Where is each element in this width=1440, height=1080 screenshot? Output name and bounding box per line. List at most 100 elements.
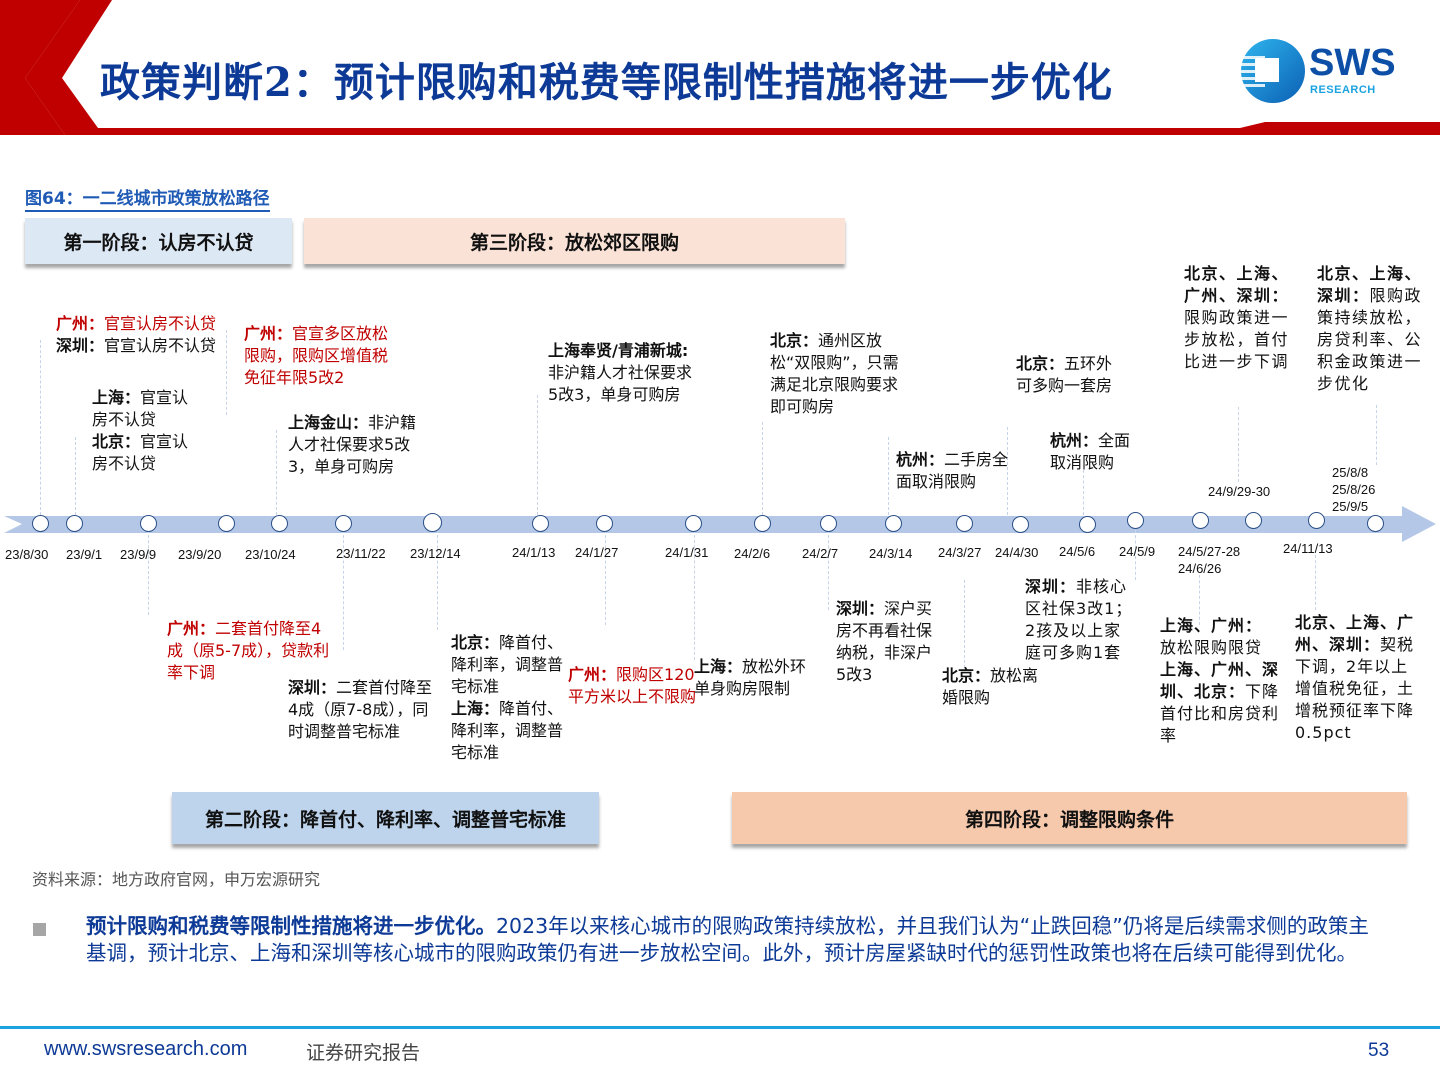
timeline-node[interactable] [1367, 515, 1384, 532]
connector-line [1083, 470, 1084, 515]
stage-4-label: 第四阶段：调整限购条件 [964, 808, 1174, 831]
timeline-arrow [4, 506, 1436, 542]
note-tier1-2508: 北京、上海、深圳：限购政策持续放松，房贷利率、公积金政策进一步优化 [1317, 264, 1423, 393]
summary-text: 2023年以来核心城市的限购政策持续放松，并且我们认为“止跌回稳”仍将是后续需求… [86, 914, 1369, 965]
connector-line [1007, 427, 1008, 515]
date-label: 24/4/30 [995, 545, 1039, 560]
page-number: 53 [1368, 1040, 1390, 1061]
date-label: 23/10/24 [245, 547, 296, 562]
connector-line [276, 430, 277, 515]
date-label: 25/8/8 [1332, 465, 1369, 480]
timeline-node[interactable] [956, 515, 973, 532]
timeline-node[interactable] [423, 513, 442, 532]
connector-line [888, 437, 889, 515]
note-beijing-tongzhou: 北京：通州区放松“双限购”，只需满足北京限购要求即可购房 [770, 331, 899, 416]
timeline-node[interactable] [1012, 516, 1029, 533]
note-shenzhen-240506: 深圳：非核心区社保3改1；2孩及以上家庭可多购1套 [1025, 577, 1133, 662]
date-label: 24/11/13 [1283, 541, 1333, 556]
date-label: 24/2/7 [802, 546, 839, 561]
date-label: 24/5/9 [1119, 544, 1156, 559]
timeline-node[interactable] [140, 515, 157, 532]
note-hangzhou-240509: 杭州：全面取消限购 [1050, 431, 1131, 472]
connector-line [1135, 530, 1136, 580]
note-shanghai-guangzhou-2405: 上海、广州：放松限购限贷 上海、广州、深圳、北京：下降首付比和房贷利率 [1160, 616, 1280, 745]
timeline-node[interactable] [32, 515, 49, 532]
note-hangzhou-240314: 杭州：二手房全面取消限购 [896, 450, 1009, 491]
timeline-node[interactable] [754, 515, 771, 532]
note-shenzhen-240207: 深圳：深户买房不再看社保纳税，非深户5改3 [836, 599, 933, 684]
note-shanghai-jinshan: 上海金山：非沪籍人才社保要求5改3，单身可购房 [288, 413, 417, 476]
logo-wordmark: SWS [1309, 42, 1396, 84]
timeline-node[interactable] [1192, 512, 1209, 529]
timeline-node[interactable] [271, 515, 288, 532]
date-label: 24/1/27 [575, 545, 619, 560]
connector-line [1238, 407, 1239, 482]
footer-divider [0, 1026, 1440, 1029]
connector-line [1199, 575, 1200, 625]
date-label: 24/1/31 [665, 545, 709, 560]
timeline-node[interactable] [1079, 516, 1096, 533]
timeline-node[interactable] [218, 515, 235, 532]
timeline-node[interactable] [532, 515, 549, 532]
note-tier1-241113: 北京、上海、广州、深圳：契税下调，2年以上增值税免征，土增税预征率下降0.5pc… [1295, 613, 1415, 742]
connector-line [148, 530, 149, 615]
date-label: 24/2/6 [734, 546, 771, 561]
date-label: 24/3/14 [869, 546, 913, 561]
date-label: 24/5/6 [1059, 544, 1096, 559]
date-label: 24/6/26 [1178, 561, 1222, 576]
figure-title[interactable]: 图64：一二线城市政策放松路径 [25, 188, 270, 212]
connector-line [828, 530, 829, 610]
stage-1-banner: 第一阶段：认房不认贷 [25, 218, 292, 264]
timeline-node[interactable] [596, 515, 613, 532]
date-label: 24/1/13 [512, 545, 556, 560]
connector-line [75, 437, 76, 515]
connector-line [605, 530, 606, 625]
note-beijing-shanghai-231214: 北京：降首付、降利率，调整普宅标准 上海：降首付、降利率，调整普宅标准 [451, 633, 564, 762]
date-label: 23/9/1 [66, 547, 103, 562]
connector-line [694, 530, 695, 660]
footer-report-label: 证券研究报告 [306, 1042, 421, 1064]
note-guangzhou-230909: 广州：二套首付降至4成（原5-7成），贷款利率下调 [167, 619, 330, 682]
timeline-node[interactable] [66, 515, 83, 532]
date-label: 24/9/29-30 [1208, 484, 1271, 499]
connector-line [762, 422, 763, 515]
bullet-square-icon [33, 923, 46, 936]
figure-source: 资料来源：地方政府官网，申万宏源研究 [32, 870, 321, 889]
connector-line [964, 580, 965, 668]
stage-1-label: 第一阶段：认房不认贷 [63, 231, 254, 254]
stage-3-label: 第三阶段：放松郊区限购 [469, 231, 679, 254]
note-shanghai-240131: 上海：放松外环单身购房限制 [694, 657, 807, 698]
summary-lead: 预计限购和税费等限制性措施将进一步优化。 [86, 914, 496, 938]
stage-2-label: 第二阶段：降首付、降利率、调整普宅标准 [204, 808, 566, 831]
sws-logo-icon [1233, 39, 1305, 103]
logo-subtitle: RESEARCH [1310, 84, 1376, 96]
date-label: 23/12/14 [410, 546, 461, 561]
connector-line [1376, 405, 1377, 465]
footer-website-link[interactable]: www.swsresearch.com [44, 1038, 248, 1060]
page-title: 政策判断2：预计限购和税费等限制性措施将进一步优化 [100, 59, 1113, 106]
stage-2-banner: 第二阶段：降首付、降利率、调整普宅标准 [172, 792, 599, 844]
date-label: 23/9/9 [120, 547, 157, 562]
date-label: 23/11/22 [336, 546, 386, 561]
connector-line [40, 340, 41, 515]
note-guangzhou-240127: 广州：限购区120平方米以上不限购 [568, 665, 697, 706]
header-banner [0, 0, 1440, 135]
timeline-node[interactable] [885, 515, 902, 532]
timeline-node[interactable] [820, 515, 837, 532]
timeline-node[interactable] [1245, 512, 1262, 529]
connector-line [226, 330, 227, 415]
note-shenzhen-231122: 深圳：二套首付降至4成（原7-8成），同时调整普宅标准 [288, 678, 433, 741]
timeline-node[interactable] [335, 515, 352, 532]
timeline-node[interactable] [1127, 512, 1144, 529]
note-shanghai-fengxian: 上海奉贤/青浦新城:非沪籍人才社保要求5改3，单身可购房 [548, 341, 693, 404]
connector-line [1315, 555, 1316, 610]
timeline-node[interactable] [685, 515, 702, 532]
note-beijing-240430: 北京：五环外可多购一套房 [1016, 354, 1113, 395]
date-label: 24/5/27-28 [1178, 544, 1241, 559]
note-guangzhou-230920: 广州：官宣多区放松限购，限购区增值税免征年限5改2 [244, 324, 389, 387]
note-guangzhou-shenzhen-230830: 广州：官宣认房不认贷 深圳：官宣认房不认贷 [56, 314, 217, 355]
date-label: 23/9/20 [178, 547, 222, 562]
connector-line [343, 530, 344, 650]
summary-paragraph: 预计限购和税费等限制性措施将进一步优化。2023年以来核心城市的限购政策持续放松… [86, 913, 1386, 967]
timeline-node[interactable] [1308, 512, 1325, 529]
